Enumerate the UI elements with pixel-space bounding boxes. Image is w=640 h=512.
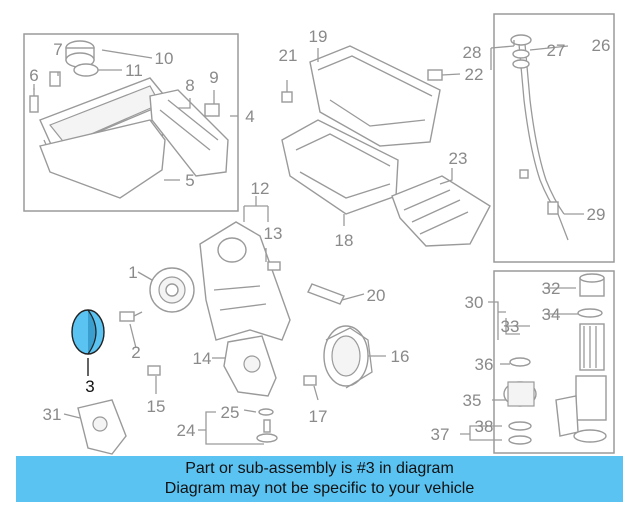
- timing-cover-bolt: [267, 261, 281, 271]
- dipstick-tube-seal: [512, 49, 530, 69]
- callout-38: 38: [475, 417, 494, 436]
- timing-cover: [199, 221, 291, 341]
- oil-pump-bolt: [147, 365, 161, 376]
- grommet: [204, 103, 220, 117]
- callout-13: 13: [264, 224, 283, 243]
- caption-bar: Part or sub-assembly is #3 in diagram Di…: [16, 456, 623, 502]
- crankshaft-seal: [71, 309, 105, 355]
- callout-20: 20: [367, 286, 386, 305]
- oil-filter-element: [579, 323, 605, 371]
- baffle-plate: [391, 175, 491, 247]
- callout-16: 16: [391, 347, 410, 366]
- oil-pump: [223, 335, 277, 397]
- cap-seal: [73, 63, 99, 77]
- callout-8: 8: [185, 76, 194, 95]
- callout-19: 19: [309, 27, 328, 46]
- callout-29: 29: [587, 205, 606, 224]
- callout-11: 11: [125, 61, 143, 80]
- rear-seal-carrier: [323, 325, 373, 389]
- upper-oil-pan: [309, 45, 441, 147]
- callout-21: 21: [279, 46, 298, 65]
- callout-9: 9: [209, 68, 218, 87]
- oil-filter-group-frame: [493, 270, 615, 454]
- callout-36: 36: [475, 355, 494, 374]
- dipstick-tube-bracket: [519, 169, 559, 215]
- caption-line-2: Diagram may not be specific to your vehi…: [164, 480, 475, 497]
- callout-18: 18: [335, 231, 354, 250]
- callout-27: 27: [547, 41, 566, 60]
- rear-carrier-bolt: [303, 375, 317, 386]
- pressure-switch: [256, 408, 278, 443]
- callout-7: 7: [53, 40, 62, 59]
- crankshaft-pulley: [149, 267, 195, 313]
- callout-25: 25: [221, 403, 240, 422]
- callout-23: 23: [449, 149, 468, 168]
- callout-24: 24: [177, 421, 196, 440]
- caption-line-1: Part or sub-assembly is #3 in diagram: [185, 460, 454, 477]
- callout-15: 15: [147, 397, 166, 416]
- sensor-plug: [29, 88, 39, 113]
- callout-numbers: 1 2 3 4 5 6 7 8 9 10 11 12 13 14 15 16 1…: [29, 27, 610, 444]
- cooler-gaskets: [508, 421, 532, 445]
- callout-14: 14: [193, 349, 212, 368]
- housing-seal: [509, 357, 531, 367]
- callout-6: 6: [29, 66, 38, 85]
- callout-30: 30: [465, 293, 484, 312]
- callout-17: 17: [309, 407, 328, 426]
- pickup-tube-bracket: [77, 399, 127, 455]
- oil-pan-bolt: [281, 80, 293, 103]
- oil-filler-cap: [65, 40, 95, 68]
- callout-5: 5: [185, 171, 194, 190]
- callout-31: 31: [43, 405, 62, 424]
- callout-35: 35: [463, 391, 482, 410]
- valve-cover-gasket: [39, 119, 166, 199]
- oil-cooler: [503, 381, 537, 407]
- callout-2: 2: [131, 343, 140, 362]
- callout-12: 12: [251, 179, 270, 198]
- callout-33: 33: [501, 317, 520, 336]
- drain-plug: [427, 69, 443, 81]
- callout-1: 1: [128, 263, 137, 282]
- cap-o-ring: [577, 308, 603, 318]
- breather-valve: [49, 71, 61, 87]
- gasket-strip: [307, 283, 345, 305]
- callout-22: 22: [465, 65, 484, 84]
- callout-37: 37: [431, 425, 450, 444]
- callout-34: 34: [542, 305, 561, 324]
- leader-lines: [33, 40, 584, 445]
- heat-shield: [149, 89, 229, 177]
- dipstick-group-frame: [493, 13, 615, 263]
- callout-3: 3: [85, 377, 94, 396]
- pulley-bolt: [119, 311, 143, 322]
- oil-filter-cap: [579, 273, 605, 297]
- callout-26: 26: [592, 36, 611, 55]
- callout-10: 10: [155, 49, 174, 68]
- callout-32: 32: [542, 279, 561, 298]
- callout-28: 28: [463, 43, 482, 62]
- callout-4: 4: [245, 107, 254, 126]
- oil-filter-housing: [555, 375, 607, 443]
- valve-cover-group-frame: [23, 33, 239, 212]
